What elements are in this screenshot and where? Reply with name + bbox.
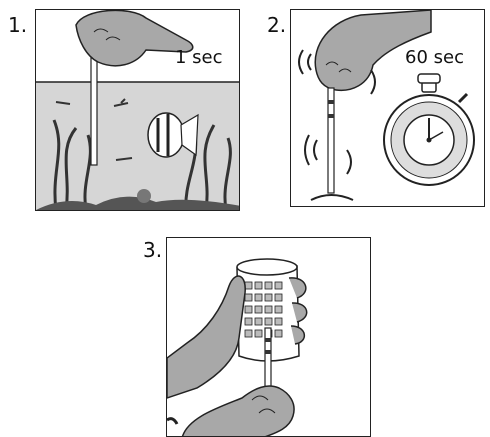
gloved-hand-left [167,276,245,398]
step-1-time-label: 1 sec [175,47,223,68]
step-2-time-label: 60 sec [405,47,464,68]
step-1-number: 1. [8,13,27,37]
compare-strip-to-color-chart-illustration [167,238,371,437]
rock [137,189,151,203]
shake-strip-with-stopwatch-illustration [291,10,485,207]
motion-lines-top [299,50,311,74]
dip-strip-in-aquarium-illustration [36,10,240,211]
step-1-panel [35,9,240,211]
test-strip [91,45,97,165]
step-2-panel [290,9,485,207]
stopwatch-icon [384,74,474,185]
motion-lines-bottom [311,195,353,200]
step-3-panel [166,237,371,437]
gloved-hand-lower [182,386,294,437]
step-3-number: 3. [143,238,162,262]
motion-lines-middle [305,135,317,165]
angelfish [148,113,184,157]
step-2-number: 2. [267,13,286,37]
